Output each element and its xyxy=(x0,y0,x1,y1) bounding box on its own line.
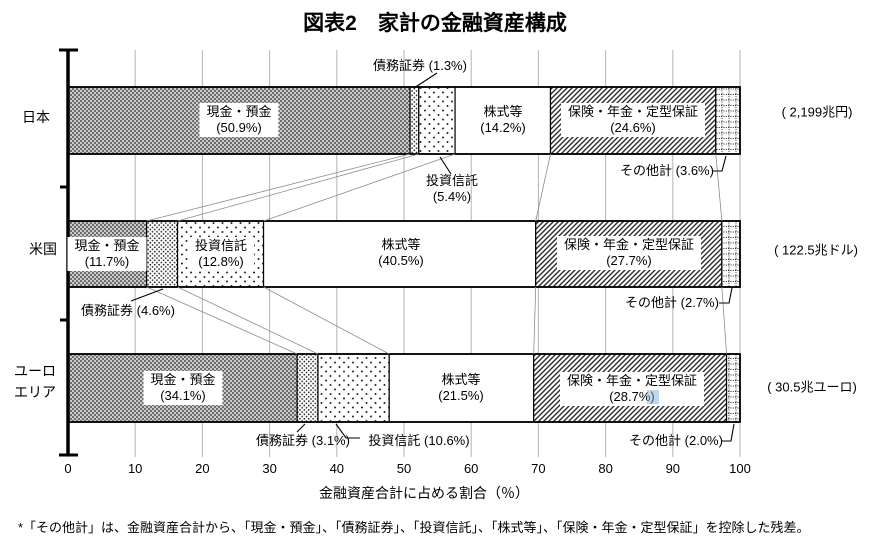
connector-line xyxy=(146,286,298,355)
callout-label-japan-debt: 債務証券 (1.3%) xyxy=(373,58,467,73)
segment-name: 保険・年金・定型保証 xyxy=(567,104,699,119)
x-tick-label: 80 xyxy=(598,461,613,476)
chart-title: 図表2 家計の金融資産構成 xyxy=(303,12,567,35)
leader-jp-trust xyxy=(439,156,452,175)
segment-name: 株式等 xyxy=(441,372,481,387)
connector-line xyxy=(263,153,456,222)
segment-label-us-cash: 現金・預金 (11.7%) xyxy=(67,237,147,271)
segment-label-japan-equity: 株式等 (14.2%) xyxy=(480,104,526,136)
callout-label-euro-debt: 債務証券 (3.1%) xyxy=(256,433,350,448)
category-label-japan: 日本 xyxy=(22,109,50,125)
bar-日本-segment-trust xyxy=(418,86,456,155)
connector-line xyxy=(533,286,537,355)
leader-us-other xyxy=(719,287,733,304)
callout-label-japan-trust: 投資信託 (5.4%) xyxy=(426,173,478,205)
connector-line xyxy=(721,286,727,355)
bar-日本-segment-other xyxy=(715,86,741,155)
segment-name: 投資信託 xyxy=(425,173,479,188)
segment-label-euro-insurance: 保険・年金・定型保証 (28.7%) xyxy=(559,372,705,406)
segment-connector-lines xyxy=(146,153,727,355)
connector-line xyxy=(715,153,723,222)
bar-米国-segment-equity xyxy=(262,220,537,288)
callout-label-japan-other: その他計 (3.6%) xyxy=(620,163,714,178)
segment-label-us-insurance: 保険・年金・定型保証 (27.7%) xyxy=(556,236,702,270)
segment-name: 現金・預金 xyxy=(74,238,140,253)
connector-line xyxy=(146,153,411,222)
leader-jp-other xyxy=(713,155,727,172)
leader-eu-other xyxy=(722,423,735,442)
x-tick-label: 90 xyxy=(665,461,681,476)
segment-pct: (5.4%) xyxy=(432,189,472,204)
x-tick-label: 70 xyxy=(531,461,546,476)
leader-eu-debt xyxy=(296,423,306,433)
leader-eu-trust xyxy=(335,423,360,439)
category-label-euro: ユーロエリア xyxy=(14,363,56,400)
segment-label-us-equity: 株式等 (40.5%) xyxy=(378,237,424,269)
connector-line xyxy=(263,286,390,355)
connector-line xyxy=(177,286,319,355)
connector-line xyxy=(177,153,419,222)
x-tick-label: 20 xyxy=(195,461,210,476)
segment-pct: (27.7%) xyxy=(606,253,652,268)
bar-米国-segment-debt xyxy=(146,220,179,288)
connector-line xyxy=(535,153,551,222)
segment-pct: (34.1%) xyxy=(160,388,206,403)
segment-pct: (14.2%) xyxy=(480,120,526,135)
bar-ユーロエリア-segment-other xyxy=(725,353,741,423)
segment-pct: (28.7%) xyxy=(609,389,655,404)
x-tick-label: 0 xyxy=(64,461,72,476)
callout-label-euro-other: その他計 (2.0%) xyxy=(629,433,723,448)
total-japan: ( 2,199兆円) xyxy=(781,104,853,120)
callout-label-us-debt: 債務証券 (4.6%) xyxy=(81,303,175,318)
segment-name: 保険・年金・定型保証 xyxy=(566,373,698,388)
segment-label-us-trust: 投資信託 (12.8%) xyxy=(187,237,255,271)
segment-name: 株式等 xyxy=(381,237,421,252)
segment-name: 投資信託 xyxy=(194,238,248,253)
x-tick-label: 50 xyxy=(396,461,412,476)
x-tick-label: 10 xyxy=(127,461,143,476)
bar-米国-segment-other xyxy=(721,220,741,288)
x-tick-label: 40 xyxy=(329,461,345,476)
bar-ユーロエリア-segment-debt xyxy=(296,353,319,423)
x-axis-title: 金融資産合計に占める割合（％） xyxy=(319,485,529,501)
segment-pct: (24.6%) xyxy=(610,120,656,135)
leader-us-debt xyxy=(130,288,164,302)
segment-label-japan-insurance: 保険・年金・定型保証 (24.6%) xyxy=(560,103,706,137)
segment-pct: (12.8%) xyxy=(198,254,244,269)
segment-label-japan-cash: 現金・預金 (50.9%) xyxy=(199,103,279,137)
leader-jp-debt xyxy=(413,72,438,89)
category-label-us: 米国 xyxy=(29,241,57,257)
x-tick-label: 100 xyxy=(729,461,751,476)
segment-label-euro-cash: 現金・預金 (34.1%) xyxy=(143,371,223,405)
segment-name: 現金・預金 xyxy=(150,372,216,387)
callout-label-euro-trust: 投資信託 (10.6%) xyxy=(368,433,470,448)
footnote: *「その他計」は、金融資産合計から、「現金・預金」、「債務証券」、「投資信託」、… xyxy=(18,520,810,535)
segment-name: 株式等 xyxy=(483,104,523,119)
total-us: ( 122.5兆ドル) xyxy=(774,242,858,258)
segment-pct: (21.5%) xyxy=(438,388,484,403)
segment-pct: (40.5%) xyxy=(378,253,424,268)
bar-日本-segment-debt xyxy=(409,86,420,155)
leader-lines xyxy=(130,72,735,442)
segment-pct: (50.9%) xyxy=(216,120,262,135)
segment-name: 現金・預金 xyxy=(206,104,272,119)
x-tick-label: 60 xyxy=(463,461,479,476)
x-tick-label: 30 xyxy=(262,461,277,476)
bar-ユーロエリア-segment-trust xyxy=(317,353,390,423)
segment-label-euro-equity: 株式等 (21.5%) xyxy=(438,372,484,404)
total-euro: ( 30.5兆ユーロ) xyxy=(767,379,857,395)
text-selection-highlight xyxy=(647,390,659,404)
segment-pct: (11.7%) xyxy=(84,254,130,269)
bar-日本-segment-equity xyxy=(454,86,552,155)
segment-name: 保険・年金・定型保証 xyxy=(563,237,695,252)
callout-label-us-other: その他計 (2.7%) xyxy=(625,295,719,310)
